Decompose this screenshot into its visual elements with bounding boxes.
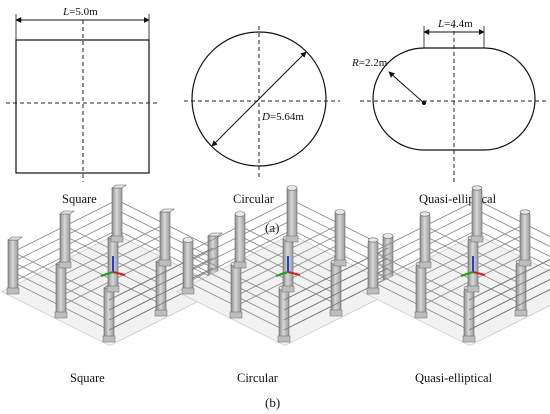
quasi-elliptical-model-caption: Quasi-elliptical (415, 371, 493, 385)
column-top (419, 211, 431, 217)
column-square (55, 263, 67, 317)
axis-x (287, 271, 301, 276)
column-base (233, 261, 247, 269)
circular-plan: D=5.64m Circular (184, 26, 340, 206)
axis-x (472, 271, 486, 276)
quasi-radius-label: R=2.2m (351, 57, 388, 69)
circle-dimension-label: D=5.64m (261, 111, 304, 123)
column-top (182, 237, 194, 243)
front-rail (108, 257, 214, 311)
column-top (367, 237, 379, 243)
model-circular (176, 185, 400, 346)
quasi-elliptical-outline (372, 47, 536, 151)
column-base (154, 309, 168, 317)
column-base (58, 261, 72, 269)
square-plan: L=5.0m Square (6, 6, 160, 206)
column-base (518, 259, 532, 267)
quasi-radius-center-dot (422, 101, 426, 105)
column-base (181, 287, 195, 295)
quasi-radius-line (388, 71, 425, 104)
square-dimension-label: L=5.0m (62, 6, 98, 18)
column-base (514, 309, 528, 317)
column-quasi-elliptical (463, 287, 475, 341)
axis-y (100, 271, 114, 277)
column-square (103, 287, 115, 341)
column-quasi-elliptical (471, 187, 483, 241)
column-base (333, 259, 347, 267)
front-rail (468, 268, 550, 311)
front-rail (468, 278, 550, 321)
column-quasi-elliptical (415, 263, 427, 317)
column-square (59, 213, 71, 267)
panel-b: Square Circular Quasi-elliptical (b) (1, 184, 550, 410)
column-circular (334, 211, 346, 265)
column-top (382, 233, 394, 239)
column-top (471, 185, 483, 191)
column-base (110, 235, 124, 243)
column-top (334, 209, 346, 215)
column-base (470, 235, 484, 243)
column-base (281, 285, 295, 293)
column-quasi-elliptical (519, 211, 531, 265)
model-square (1, 184, 225, 346)
column-top (286, 185, 298, 191)
circle-diameter-line (211, 51, 307, 147)
column-base (418, 261, 432, 269)
column-top (519, 209, 531, 215)
front-rail (468, 258, 550, 301)
model-quasi-elliptical (361, 185, 550, 346)
column-circular (230, 263, 242, 317)
column-quasi-elliptical (419, 213, 431, 267)
column-base (366, 287, 380, 295)
quasi-elliptical-plan: L=4.4m R=2.2m Quasi-elliptical (351, 18, 548, 206)
column-base (106, 285, 120, 293)
circular-model-caption: Circular (237, 371, 279, 385)
column-top (7, 236, 23, 241)
column-base (466, 285, 480, 293)
axis-y (460, 271, 474, 277)
column-base (277, 335, 291, 343)
front-rail (108, 267, 214, 321)
column-circular (278, 287, 290, 341)
square-caption: Square (62, 192, 97, 206)
square-outline (15, 39, 150, 174)
column-top (59, 210, 75, 215)
column-top (234, 211, 246, 217)
column-base (414, 311, 428, 319)
column-base (285, 235, 299, 243)
column-circular (182, 239, 194, 293)
column-base (158, 259, 172, 267)
column-top (111, 184, 127, 189)
base-footprint (361, 234, 550, 346)
front-rail (468, 288, 550, 331)
column-square (111, 187, 123, 241)
column-base (329, 309, 343, 317)
axis-y (275, 271, 289, 277)
front-rail (108, 247, 214, 301)
panel-b-label: (b) (265, 395, 280, 410)
column-quasi-elliptical (367, 239, 379, 293)
panel-a: L=5.0m Square D=5.64m Circular L=4.4m R= (6, 6, 548, 235)
circular-caption: Circular (233, 192, 275, 206)
quasi-length-label: L=4.4m (437, 18, 473, 30)
square-model-caption: Square (70, 371, 105, 385)
column-square (7, 239, 19, 293)
column-square (159, 211, 171, 265)
column-circular (286, 187, 298, 241)
column-base (54, 311, 68, 319)
axis-x (112, 271, 126, 276)
column-base (6, 287, 20, 295)
column-base (462, 335, 476, 343)
column-base (229, 311, 243, 319)
column-top (207, 232, 223, 237)
column-base (102, 335, 116, 343)
column-top (159, 208, 175, 213)
column-circular (234, 213, 246, 267)
